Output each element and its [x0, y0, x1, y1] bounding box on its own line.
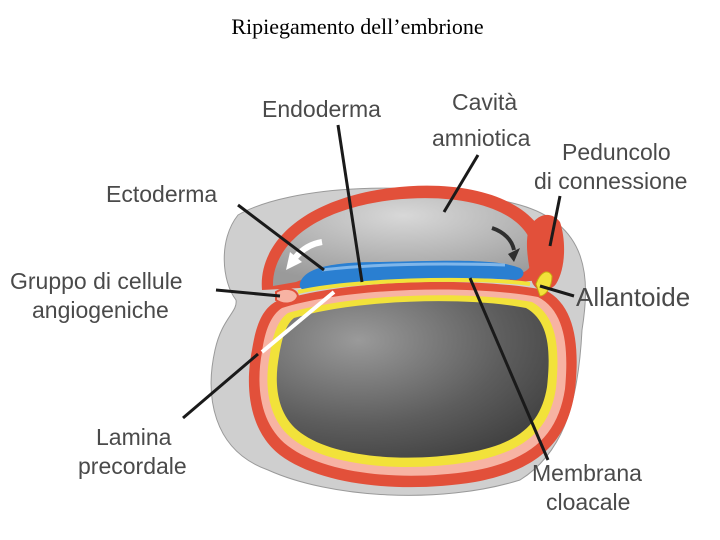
folding-arrow-right-head: [508, 248, 520, 262]
leader-membrana: [468, 277, 550, 461]
leader-cavita: [442, 154, 480, 213]
leader-endoderma: [336, 124, 364, 283]
label-peduncolo-line2: di connessione: [534, 168, 687, 194]
leader-gruppo: [215, 288, 281, 298]
label-lamina-line2: precordale: [78, 453, 187, 479]
prechordal-plate: [260, 290, 336, 354]
leader-peduncolo: [548, 195, 562, 247]
connecting-stalk: [526, 214, 565, 291]
label-allantoide: Allantoide: [576, 282, 690, 312]
leader-allantoide: [539, 284, 575, 298]
leader-ectoderma: [237, 203, 325, 272]
angiogenic-cluster: [275, 287, 300, 305]
label-lamina-line1: Lamina: [96, 424, 172, 450]
label-peduncolo-line1: Peduncolo: [562, 139, 671, 165]
label-cavita-line1: Cavità: [452, 89, 517, 115]
label-endoderma: Endoderma: [262, 96, 381, 122]
folding-arrow-right: [491, 226, 516, 251]
label-gruppo-line1: Gruppo di cellule: [10, 268, 183, 294]
label-membrana-line1: Membrana: [532, 460, 642, 486]
page-title: Ripiegamento dell’embrione: [231, 14, 484, 39]
yolk-sac-cavity: [276, 301, 549, 458]
label-membrana-line2: cloacale: [546, 489, 630, 515]
label-ectoderma: Ectoderma: [106, 181, 217, 207]
label-cavita-line2: amniotica: [432, 125, 531, 151]
allantois: [535, 271, 553, 297]
leader-lamina: [182, 352, 259, 420]
endoderm-line: [297, 277, 531, 294]
ectoderm-highlight: [321, 262, 506, 272]
folding-arrow-left-head: [286, 252, 302, 270]
label-gruppo-line2: angiogeniche: [32, 297, 169, 323]
